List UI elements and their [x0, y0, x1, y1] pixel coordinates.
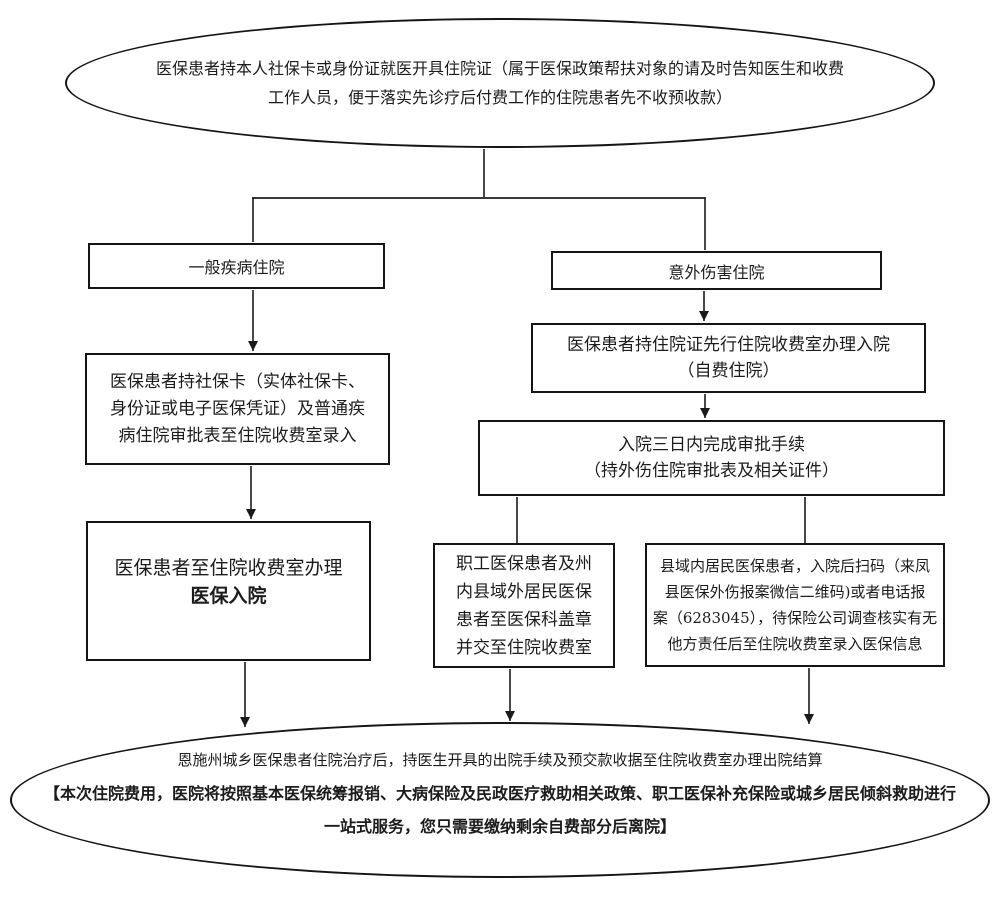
- accident-approval-line: 入院三日内完成审批手续: [618, 435, 805, 455]
- resident-report-box: 县域内居民医保患者，入院后扫码（来凤 县医保外伤报案微信二维码)或者电话报 案（…: [645, 543, 945, 667]
- accident-approval-box: 入院三日内完成审批手续 （持外伤住院审批表及相关证件）: [478, 420, 945, 496]
- employee-stamp-line: 内县域外居民医保: [456, 581, 592, 602]
- start-ellipse: 医保患者持本人社保卡或身份证就医开具住院证（属于医保政策帮扶对象的请及时告知医生…: [65, 18, 935, 148]
- resident-report-line: 案（6283045），待保险公司调查核实有无: [652, 609, 938, 627]
- accident-selfpay-box: 医保患者持住院证先行住院收费室办理入院 （自费住院）: [531, 323, 926, 393]
- end-text-emphasis-line: 【本次住院费用，医院将按照基本医保统筹报销、大病保险及民政医疗救助相关政策、职工…: [43, 783, 956, 803]
- general-submit-line: 医保患者持社保卡（实体社保卡、: [110, 371, 365, 392]
- end-text-emphasis-line: 一站式服务，您只需要缴纳剩余自费部分后离院】: [323, 816, 676, 836]
- accident-injury-branch-box: 意外伤害住院: [551, 251, 882, 290]
- accident-approval-line: （持外伤住院审批表及相关证件）: [584, 461, 839, 481]
- accident-selfpay-line: 医保患者持住院证先行住院收费室办理入院: [567, 335, 890, 355]
- employee-stamp-line: 职工医保患者及州: [456, 553, 592, 574]
- accident-selfpay-line: （自费住院）: [677, 361, 780, 381]
- general-admit-box: 医保患者至住院收费室办理 医保入院: [86, 521, 371, 661]
- general-submit-box: 医保患者持社保卡（实体社保卡、 身份证或电子医保凭证）及普通疾 病住院审批表至住…: [85, 353, 390, 465]
- employee-stamp-line: 并交至住院收费室: [456, 637, 592, 658]
- general-disease-label: 一般疾病住院: [188, 258, 285, 277]
- start-text-line: 医保患者持本人社保卡或身份证就医开具住院证（属于医保政策帮扶对象的请及时告知医生…: [155, 59, 844, 78]
- general-disease-branch-box: 一般疾病住院: [88, 243, 385, 289]
- employee-stamp-box: 职工医保患者及州 内县域外居民医保 患者至医保科盖章 并交至住院收费室: [433, 543, 615, 668]
- start-text-line: 工作人员，便于落实先诊疗后付费工作的住院患者先不收预收款）: [267, 88, 732, 107]
- end-text-line: 恩施州城乡医保患者住院治疗后，持医生开具的出院手续及预交款收据至住院收费室办理出…: [177, 750, 823, 769]
- employee-stamp-line: 患者至医保科盖章: [456, 609, 592, 630]
- general-admit-line: 医保患者至住院收费室办理: [114, 557, 343, 579]
- resident-report-line: 县域内居民医保患者，入院后扫码（来凤: [659, 557, 930, 575]
- resident-report-line: 县医保外伤报案微信二维码)或者电话报: [664, 583, 926, 601]
- general-submit-line: 身份证或电子医保凭证）及普通疾: [110, 398, 365, 419]
- accident-injury-label: 意外伤害住院: [668, 262, 765, 282]
- end-ellipse: 恩施州城乡医保患者住院治疗后，持医生开具的出院手续及预交款收据至住院收费室办理出…: [10, 722, 990, 878]
- general-admit-emphasis: 医保入院: [190, 585, 267, 607]
- general-submit-line: 病住院审批表至住院收费室录入: [118, 425, 357, 446]
- resident-report-line: 他方责任后至住院收费室录入医保信息: [667, 635, 923, 653]
